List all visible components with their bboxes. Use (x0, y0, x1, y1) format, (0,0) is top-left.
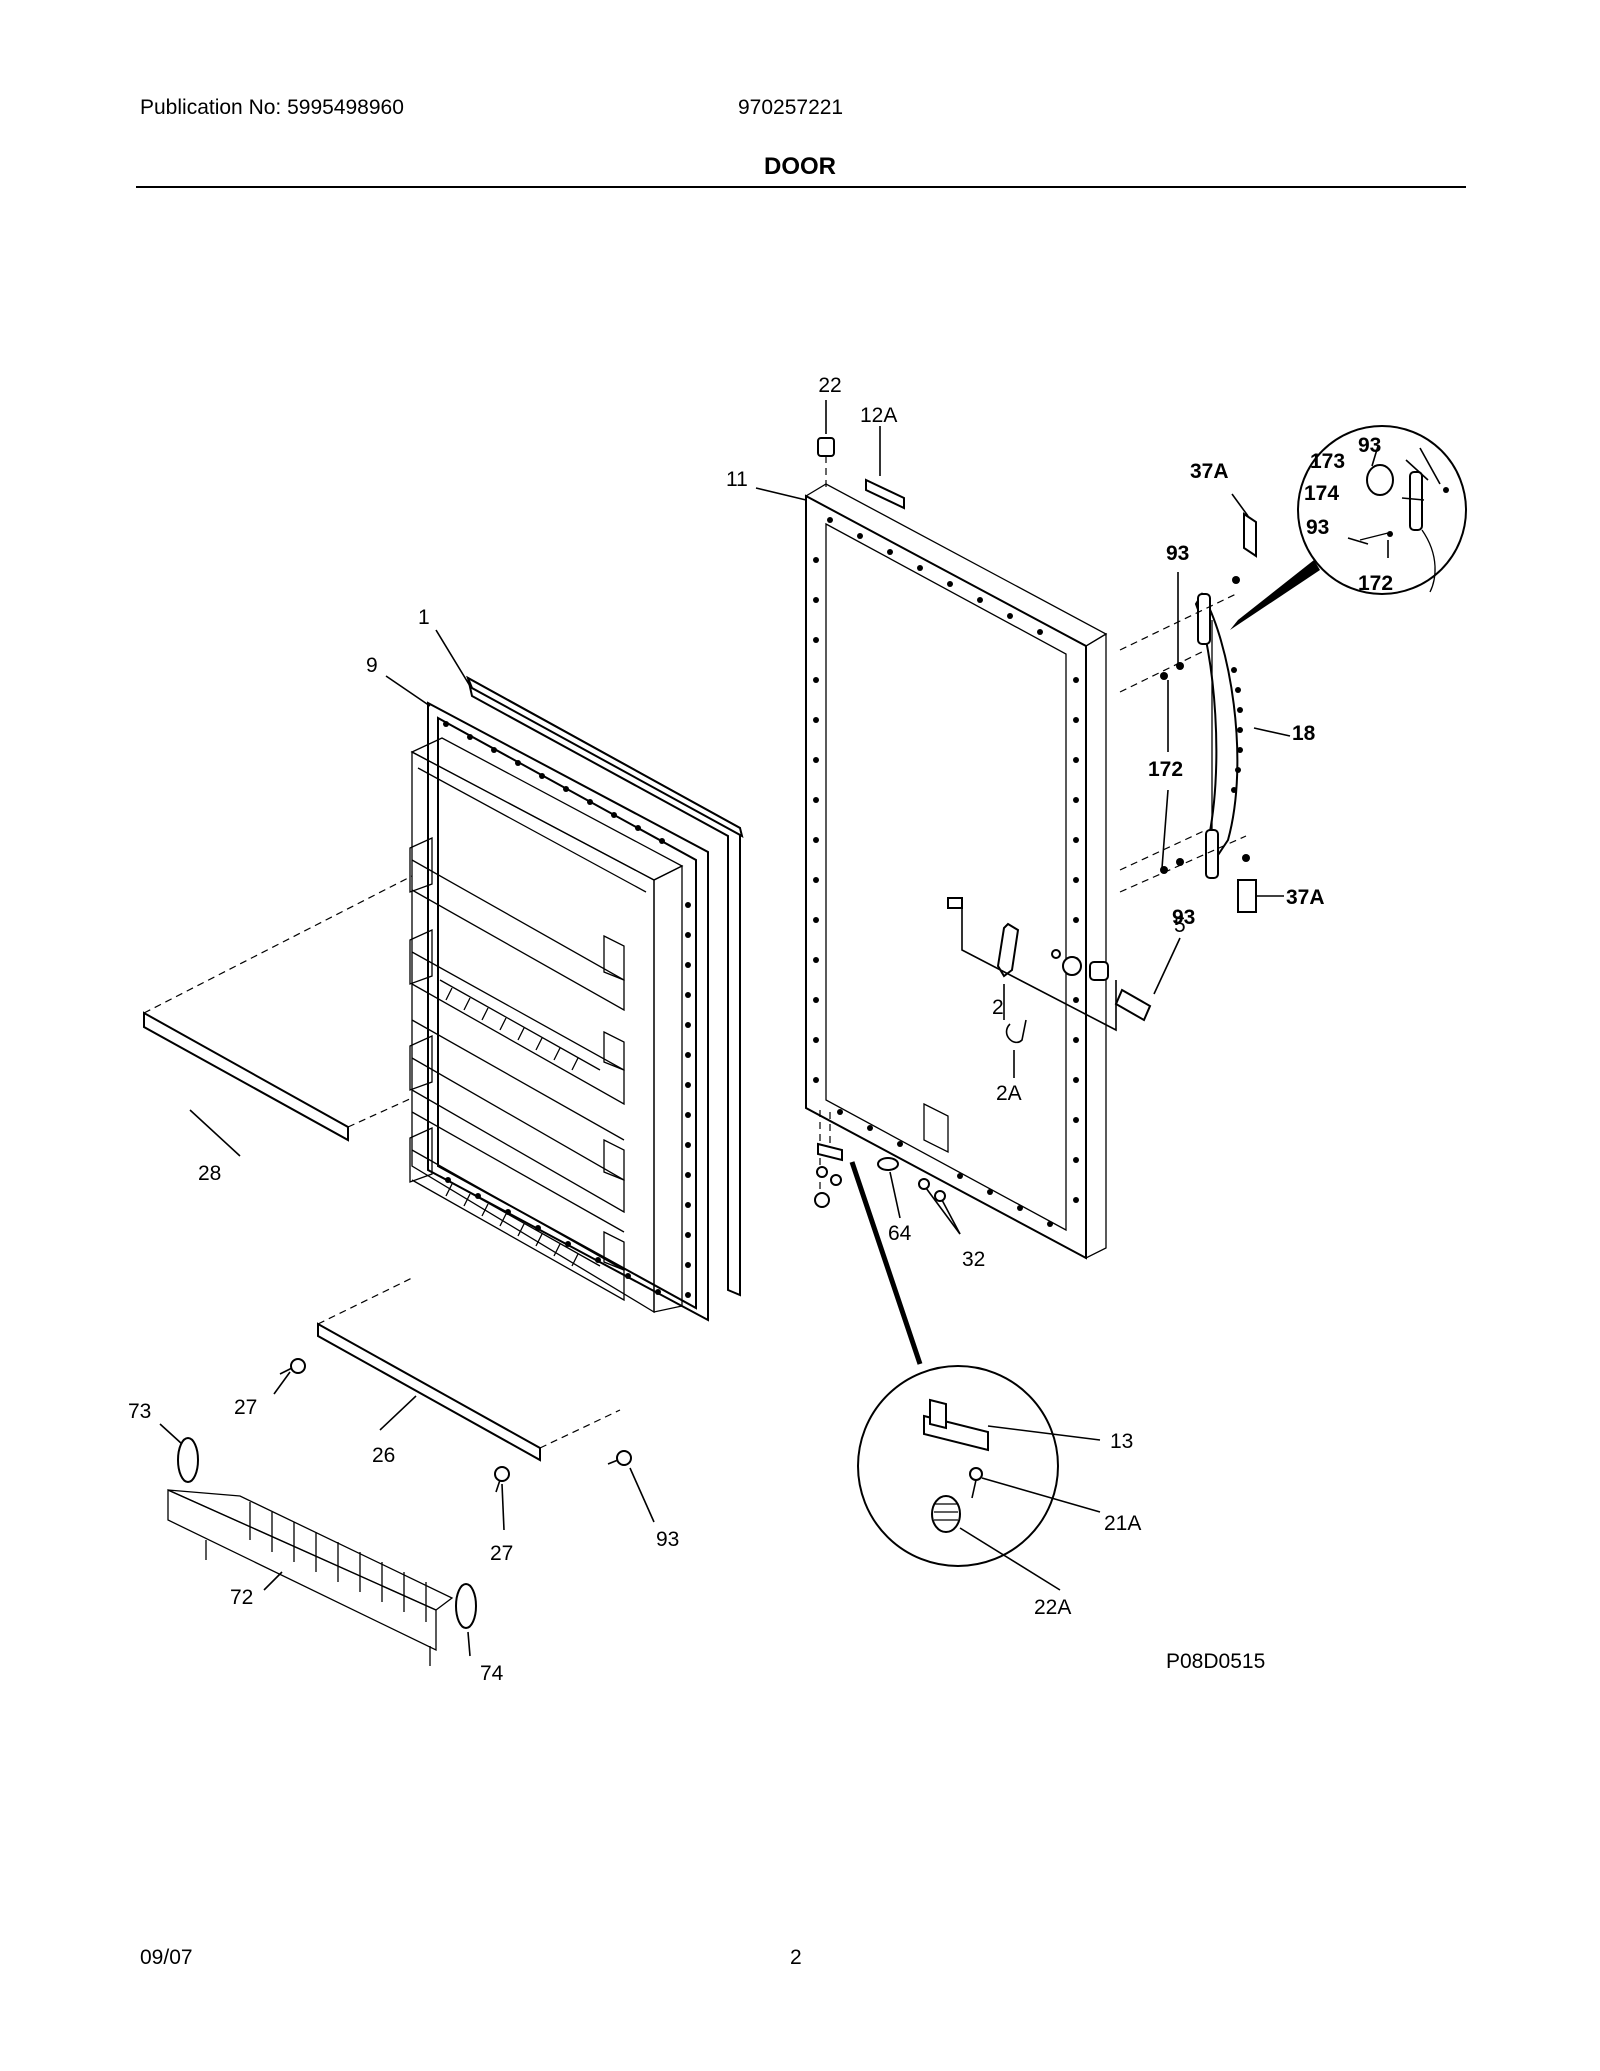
callout-174: 174 (1304, 482, 1339, 505)
door-gasket-part-1 (466, 675, 744, 1297)
callout-26: 26 (372, 1444, 395, 1467)
handle-fasteners (1119, 576, 1250, 893)
door-liner-part-9 (410, 701, 709, 1322)
callout-37a-bottom: 37A (1286, 886, 1325, 909)
callout-93-liner: 93 (656, 1528, 679, 1551)
callout-93-handle-bottom: 93 (1172, 906, 1195, 929)
callout-93-handle-top: 93 (1166, 542, 1189, 565)
callout-173: 173 (1310, 450, 1345, 473)
callout-1: 1 (418, 606, 430, 629)
callout-18: 18 (1292, 722, 1316, 745)
handle-end-cap-part-37a-bottom (1237, 879, 1257, 913)
callout-13: 13 (1110, 1430, 1133, 1453)
callout-12a: 12A (860, 404, 897, 427)
callout-37a-top: 37A (1190, 460, 1229, 483)
plug-part-22 (817, 437, 835, 492)
callout-93-detail-top: 93 (1358, 434, 1381, 457)
callout-9: 9 (366, 654, 378, 677)
callout-2: 2 (992, 996, 1004, 1019)
hinge-detail-circle (849, 1161, 1059, 1567)
handle-detail-circle (1230, 425, 1467, 630)
label-part-12a (865, 478, 905, 510)
callout-74: 74 (480, 1662, 504, 1685)
handle-end-cap-part-37a-top (1243, 512, 1257, 558)
callout-22: 22 (818, 374, 841, 397)
callout-172-handle: 172 (1148, 758, 1183, 781)
callout-64: 64 (888, 1222, 912, 1245)
callout-72: 72 (230, 1586, 253, 1609)
callout-22a: 22A (1034, 1596, 1071, 1619)
callout-2a: 2A (996, 1082, 1022, 1105)
page-title: DOOR (764, 153, 836, 180)
door-basket-part-72 (167, 1488, 454, 1666)
callout-27-lower: 27 (490, 1542, 513, 1565)
page-number: 2 (790, 1946, 802, 1969)
footer-date: 09/07 (140, 1946, 193, 1969)
outer-door-panel-part-11 (804, 483, 1108, 1260)
screw-part-93-liner (607, 1450, 632, 1466)
callout-11: 11 (726, 468, 748, 491)
model-number: 970257221 (738, 96, 844, 119)
callout-172-detail: 172 (1358, 572, 1393, 595)
leader-lines (159, 400, 1441, 1657)
callout-5: 5 (1174, 914, 1186, 937)
lock-cylinder-part-5 (1051, 949, 1152, 1022)
screw-part-27-lower (494, 1466, 510, 1493)
liner-screw-dots (443, 721, 691, 1298)
basket-end-cap-part-74 (455, 1583, 477, 1629)
callout-21a: 21A (1104, 1512, 1141, 1535)
publication-number: Publication No: 5995498960 (140, 96, 404, 119)
basket-end-cap-part-73 (177, 1437, 199, 1483)
screw-part-27-upper (279, 1358, 306, 1375)
callout-73: 73 (128, 1400, 151, 1423)
bottom-hinge-hardware (814, 1110, 946, 1208)
lock-clip-part-2a (1005, 1019, 1027, 1044)
shelf-bar-part-26 (317, 1277, 621, 1462)
door-handle-part-18 (1194, 592, 1243, 879)
callout-32: 32 (962, 1248, 985, 1271)
callout-28: 28 (198, 1162, 221, 1185)
header-rule (136, 186, 1466, 188)
liner-shelves (409, 836, 625, 1302)
callout-27-upper: 27 (234, 1396, 257, 1419)
shelf-bar-part-28 (143, 875, 413, 1142)
callout-93-detail-mid: 93 (1306, 516, 1329, 539)
drawing-number: P08D0515 (1166, 1650, 1265, 1673)
